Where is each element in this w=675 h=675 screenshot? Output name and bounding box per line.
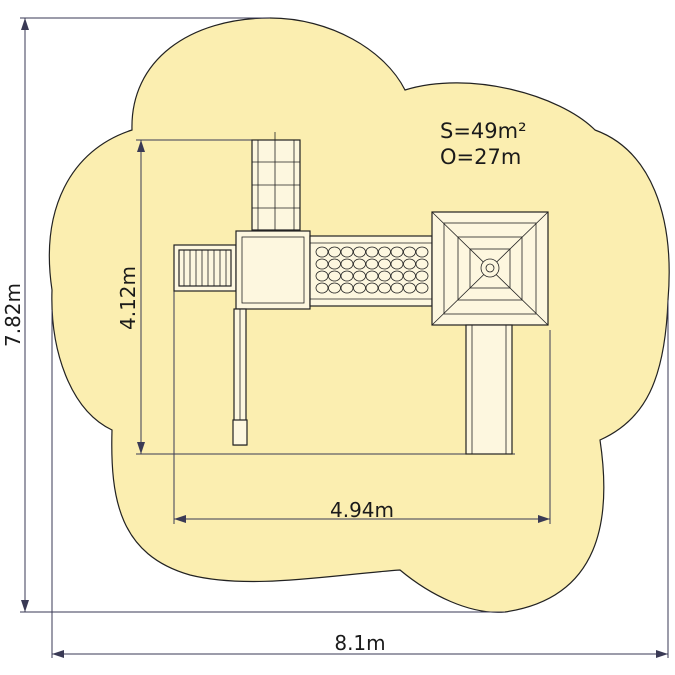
tunnel-ring (315, 258, 329, 270)
climbing-wall-left (173, 244, 237, 292)
tunnel-ring (415, 246, 429, 258)
tunnel-ring (390, 270, 404, 282)
dimension-structure-width (173, 290, 551, 524)
tunnel-ring (378, 270, 391, 282)
tunnel-ring (403, 270, 416, 282)
tunnel-ring (315, 270, 329, 282)
tunnel-ring (403, 258, 416, 270)
dimension-total-height (20, 17, 505, 613)
tunnel-ring (415, 258, 429, 270)
slide (465, 324, 513, 455)
perimeter-label: O=27m (440, 145, 521, 169)
tunnel-ring (340, 282, 354, 294)
roofed-tower (431, 211, 549, 326)
tunnel-ring (390, 282, 404, 294)
tunnel-ring (415, 270, 429, 282)
tunnel-ring (328, 282, 341, 294)
tunnel-ring (328, 246, 341, 258)
tunnel-ring (340, 246, 354, 258)
tunnel-ring (315, 246, 329, 258)
total-width-label: 8.1m (334, 631, 385, 655)
tunnel-ring (378, 246, 391, 258)
tunnel-ring (403, 246, 416, 258)
tunnel-ring (403, 282, 416, 294)
tunnel-ring (365, 258, 379, 270)
tunnel-ring (353, 282, 366, 294)
post-down (232, 308, 248, 446)
main-platform (235, 230, 311, 310)
tunnel-ring (353, 270, 366, 282)
tunnel-ring (328, 258, 341, 270)
tunnel-ring (390, 258, 404, 270)
total-height-label: 7.82m (1, 283, 25, 347)
ladder-top (251, 132, 301, 231)
tunnel-ring (365, 282, 379, 294)
tunnel-ring (315, 282, 329, 294)
dimension-structure-height (136, 139, 515, 455)
structure-width-label: 4.94m (330, 498, 394, 522)
tunnel-ring (378, 282, 391, 294)
area-label: S=49m² (440, 119, 527, 143)
tunnel-ring (353, 246, 366, 258)
tunnel-ring (390, 246, 404, 258)
tunnel-ring (415, 282, 429, 294)
tunnel-ring (340, 270, 354, 282)
tunnel-ring (328, 270, 341, 282)
dimension-total-width (51, 300, 669, 658)
safety-zone (48, 17, 670, 613)
tunnel-ring (365, 246, 379, 258)
crawl-tunnel (309, 235, 433, 307)
play-structure (173, 132, 549, 455)
structure-height-label: 4.12m (116, 266, 140, 330)
tunnel-ring (340, 258, 354, 270)
tunnel-ring (353, 258, 366, 270)
tunnel-ring (365, 270, 379, 282)
tunnel-ring (378, 258, 391, 270)
